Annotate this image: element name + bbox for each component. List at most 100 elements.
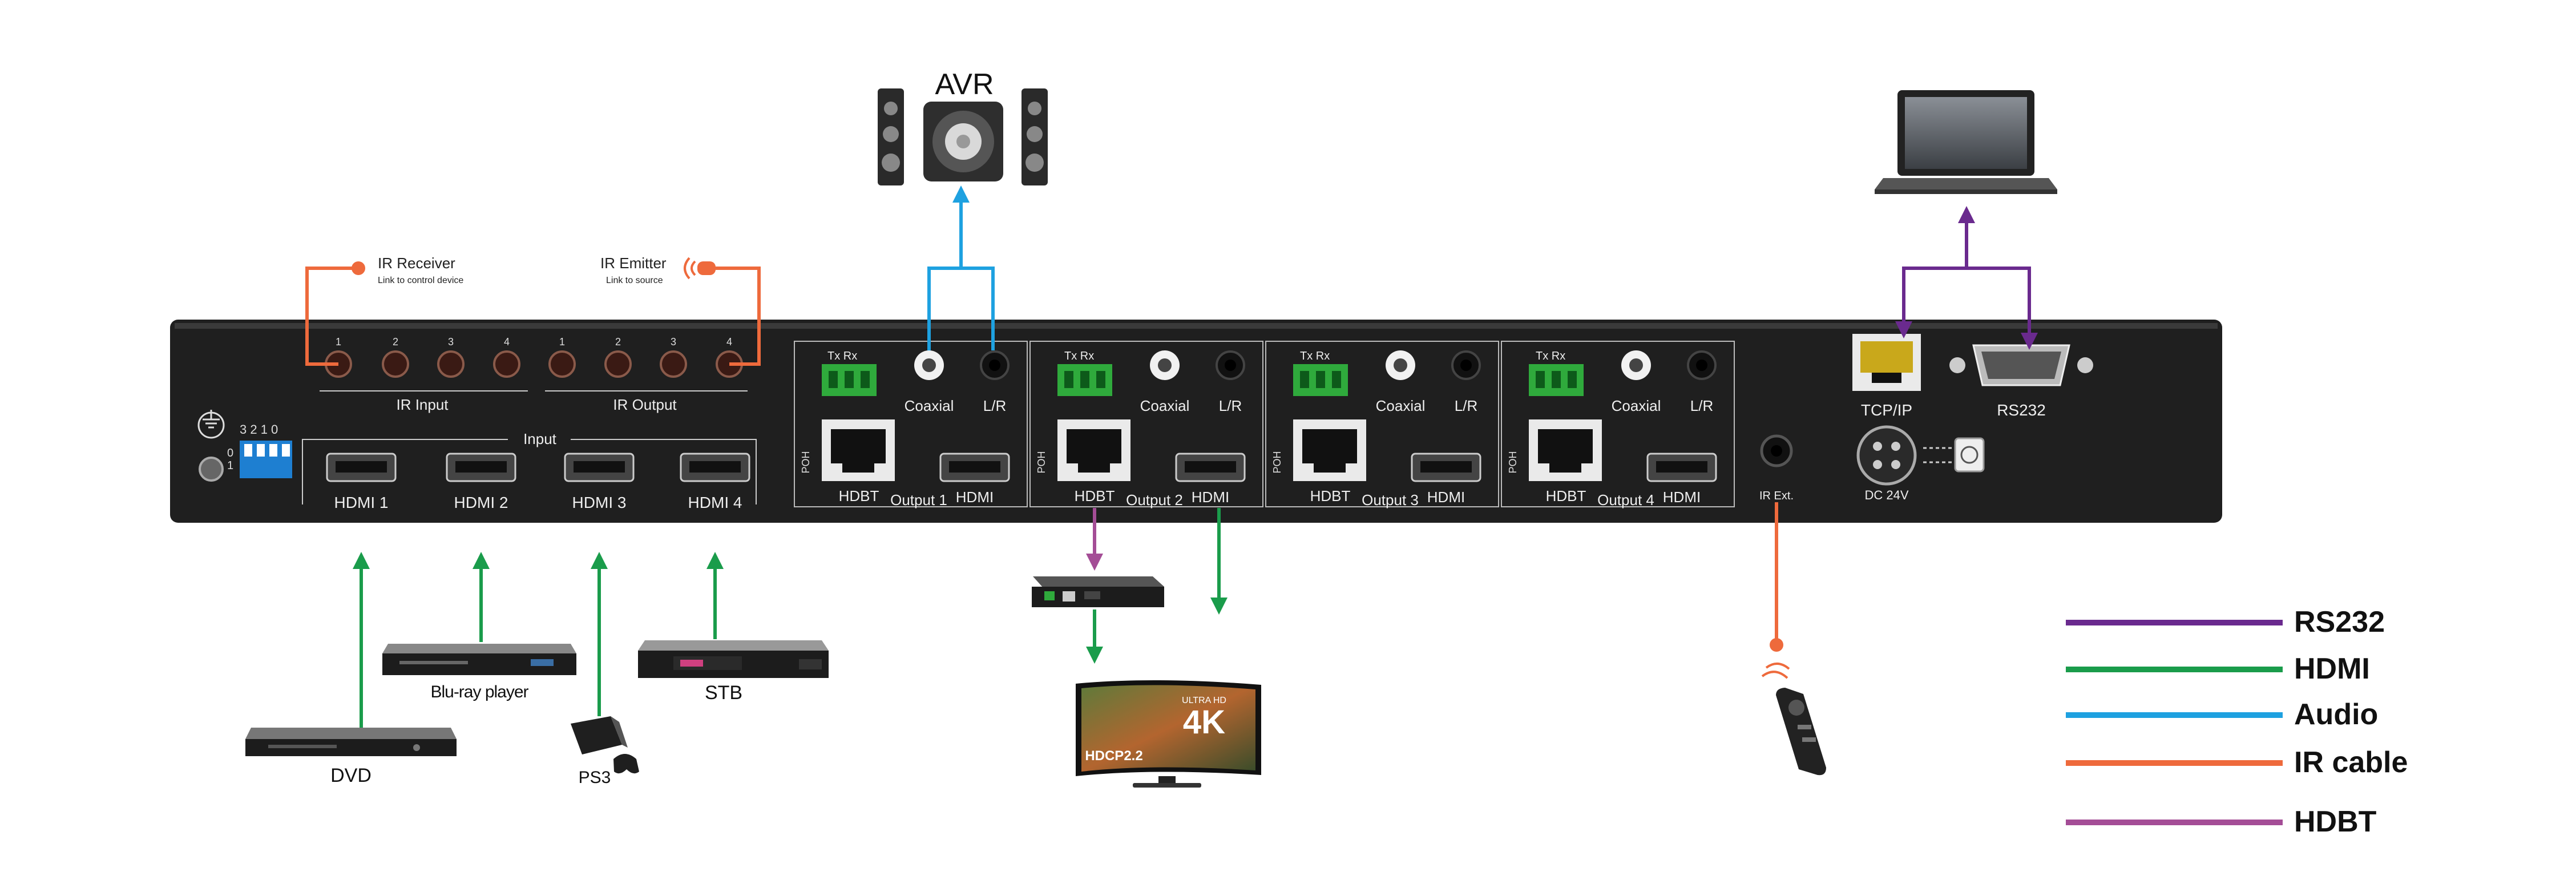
legend-swatch-ir-cable (2066, 760, 2283, 766)
input-group-label: Input (523, 430, 557, 447)
hdmi-input-1-label: HDMI 1 (334, 494, 389, 511)
output-4-rs232-terminal[interactable] (1529, 364, 1584, 396)
ps3-label: PS3 (579, 768, 611, 787)
ir-input-num-2: 2 (393, 336, 398, 348)
output-3-rs232-terminal[interactable] (1293, 364, 1348, 396)
avr-speaker-icon: AVR (878, 68, 1048, 185)
ir-output-label: IR Output (613, 396, 677, 413)
output-3-hdbt-label: HDBT (1310, 487, 1351, 504)
hdmi-input-group: Input HDMI 1 HDMI 2 HDMI 3 HDMI 4 (302, 430, 757, 511)
output-1-hdmi-port[interactable] (939, 453, 1010, 482)
output-1-lr-jack[interactable] (980, 350, 1010, 380)
tcpip-port[interactable] (1852, 334, 1921, 391)
legend-label-hdbt: HDBT (2294, 805, 2377, 838)
output-2-hdbt-port[interactable] (1057, 419, 1130, 481)
output-1-hdmi-label: HDMI (956, 489, 994, 506)
ir-input-num-3: 3 (448, 336, 454, 348)
ir-receiver-title: IR Receiver (378, 255, 455, 272)
stb-box-icon: STB (638, 640, 829, 704)
laptop-icon (1875, 90, 2057, 194)
output-1-coaxial-label: Coaxial (905, 397, 954, 414)
hdbt-receiver-icon (1032, 576, 1164, 607)
output-1-poh-label: POH (800, 451, 811, 473)
hdmi-input-3-label: HDMI 3 (572, 494, 627, 511)
tcpip-label: TCP/IP (1861, 401, 1912, 419)
dvd-label: DVD (330, 765, 372, 786)
output-3-lr-label: L/R (1455, 397, 1477, 414)
ir-input-num-1: 1 (336, 336, 341, 348)
ir-input-jacks[interactable]: 1 2 3 4 IR Input (320, 336, 528, 413)
output-2-rs232-terminal[interactable] (1057, 364, 1112, 396)
output-1-coaxial-jack[interactable] (914, 350, 944, 380)
output-1-hdbt-port[interactable] (822, 419, 895, 481)
output-2-hdmi-port[interactable] (1175, 453, 1246, 482)
output-4-hdbt-port[interactable] (1529, 419, 1602, 481)
output-3-hdmi-port[interactable] (1411, 453, 1481, 482)
output-4-hdmi-label: HDMI (1663, 489, 1701, 506)
output-1-lr-label: L/R (983, 397, 1006, 414)
hdmi-input-1[interactable]: HDMI 1 (326, 453, 397, 511)
output-1-rs232-terminal[interactable] (822, 364, 877, 396)
output-4-lr-label: L/R (1690, 397, 1713, 414)
legend-label-rs232: RS232 (2294, 606, 2385, 639)
ps3-console-icon: PS3 (571, 716, 639, 787)
dc-power-jack[interactable] (1856, 425, 1917, 486)
legend-swatch-audio (2066, 712, 2283, 718)
legend-swatch-rs232 (2066, 620, 2283, 625)
avr-label: AVR (935, 68, 994, 101)
output-module-1: Tx Rx Coaxial L/R POH HDBT Output 1 (794, 341, 1028, 508)
ir-output-num-2: 2 (615, 336, 621, 348)
legend-item-hdbt: HDBT (2066, 805, 2408, 839)
hdmi-input-4[interactable]: HDMI 4 (680, 453, 750, 511)
dvd-player-icon: DVD (245, 728, 457, 786)
output-4-poh-label: POH (1507, 451, 1519, 473)
output-3-label: Output 3 (1362, 491, 1419, 508)
output-4-hdmi-port[interactable] (1646, 453, 1717, 482)
ir-ext-jack[interactable] (1760, 434, 1793, 467)
bluray-label: Blu-ray player (430, 683, 528, 701)
legend-swatch-hdbt (2066, 820, 2283, 825)
stb-label: STB (705, 682, 742, 704)
ir-output-num-1: 1 (559, 336, 565, 348)
output-3-hdbt-port[interactable] (1293, 419, 1366, 481)
output-4-lr-jack[interactable] (1687, 350, 1717, 380)
output-3-coaxial-jack[interactable] (1386, 350, 1415, 380)
dc-power-label: DC 24V (1864, 488, 1908, 502)
ir-output-num-3: 3 (671, 336, 676, 348)
rs232-port[interactable] (1949, 344, 2093, 386)
output-3-hdmi-label: HDMI (1427, 489, 1465, 506)
tv-hdcp-label: HDCP2.2 (1085, 748, 1142, 764)
tv-4k-icon: ULTRA HD 4K HDCP2.2 (1076, 680, 1261, 788)
ir-emitter-icon (684, 257, 716, 280)
bluray-player-icon: Blu-ray player (382, 644, 576, 701)
legend-label-audio: Audio (2294, 698, 2379, 731)
dip-switch[interactable]: 3 2 1 0 0 1 (227, 422, 292, 478)
output-2-coaxial-jack[interactable] (1150, 350, 1180, 380)
dip-numbers: 3 2 1 0 (240, 422, 278, 437)
ir-cable-receiver: IR Receiver Link to control device (305, 255, 463, 366)
hdmi-input-2[interactable]: HDMI 2 (446, 453, 516, 511)
ir-output-jacks[interactable]: 1 2 3 4 IR Output (545, 336, 748, 413)
legend-item-hdmi: HDMI (2066, 652, 2408, 686)
hdmi-input-2-label: HDMI 2 (454, 494, 508, 511)
legend-label-ir-cable: IR cable (2294, 746, 2408, 779)
tv-4k-badge: 4K (1183, 704, 1225, 741)
output-4-label: Output 4 (1597, 491, 1654, 508)
hdmi-input-3[interactable]: HDMI 3 (564, 453, 635, 511)
output-2-lr-jack[interactable] (1216, 350, 1245, 380)
dip-side-high: 1 (227, 459, 233, 472)
output-2-lr-label: L/R (1219, 397, 1242, 414)
output-3-lr-jack[interactable] (1451, 350, 1481, 380)
output-2-poh-label: POH (1036, 451, 1047, 473)
ir-output-num-4: 4 (726, 336, 732, 348)
tv-brand-label: ULTRA HD (1182, 696, 1226, 705)
output-4-coaxial-jack[interactable] (1621, 350, 1651, 380)
output-1-label: Output 1 (890, 491, 947, 508)
ir-emitter-title: IR Emitter (600, 255, 667, 272)
output-1-hdbt-label: HDBT (839, 487, 879, 504)
ir-input-label: IR Input (396, 396, 449, 413)
legend-label-hdmi: HDMI (2294, 652, 2370, 685)
output-module-2: Tx Rx Coaxial L/R POH HDBT Output 2 (1029, 341, 1263, 508)
output-4-hdbt-label: HDBT (1546, 487, 1586, 504)
output-4-txrx-label: Tx Rx (1536, 350, 1565, 362)
